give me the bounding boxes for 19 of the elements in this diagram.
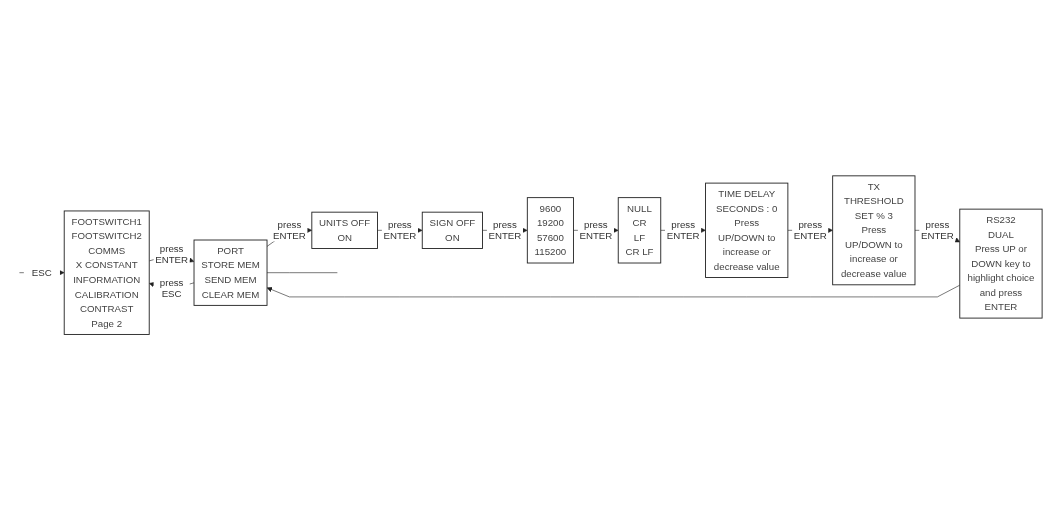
edge-label: press ENTER [488,219,522,241]
edge-label: press ESC [159,277,184,300]
node-box: NULL CR LF CR LF [617,197,662,264]
edge-label: press ENTER [666,219,700,241]
node-box: 9600 19200 57600 115200 [526,197,574,264]
edge-label: press ENTER [383,219,417,241]
node-box: FOOTSWITCH1 FOOTSWITCH2 COMMS X CONSTANT INFORMATION CALIBRATION CONTRAST Page 2 [63,210,150,335]
node-box: TIME DELAY SECONDS : 0 Press UP/DOWN to increase or decrease value [705,182,789,278]
edge-label: press ENTER [793,219,827,241]
edge-label: ESC [31,266,52,278]
edge-label: press ENTER [155,243,189,265]
connector [266,272,338,273]
edge-label: press ENTER [920,219,954,241]
node-box: RS232 DUAL Press UP or DOWN key to highlight choice and press ENTER [959,208,1043,319]
node-box: TX THRESHOLD SET % 3 Press UP/DOWN to increase or decrease value [832,175,916,286]
node-box: SIGN OFF ON [421,211,483,249]
edge-label: press ENTER [273,219,306,241]
node-box: PORT STORE MEM SEND MEM CLEAR MEM [193,239,268,306]
node-box: UNITS OFF ON [311,211,378,249]
